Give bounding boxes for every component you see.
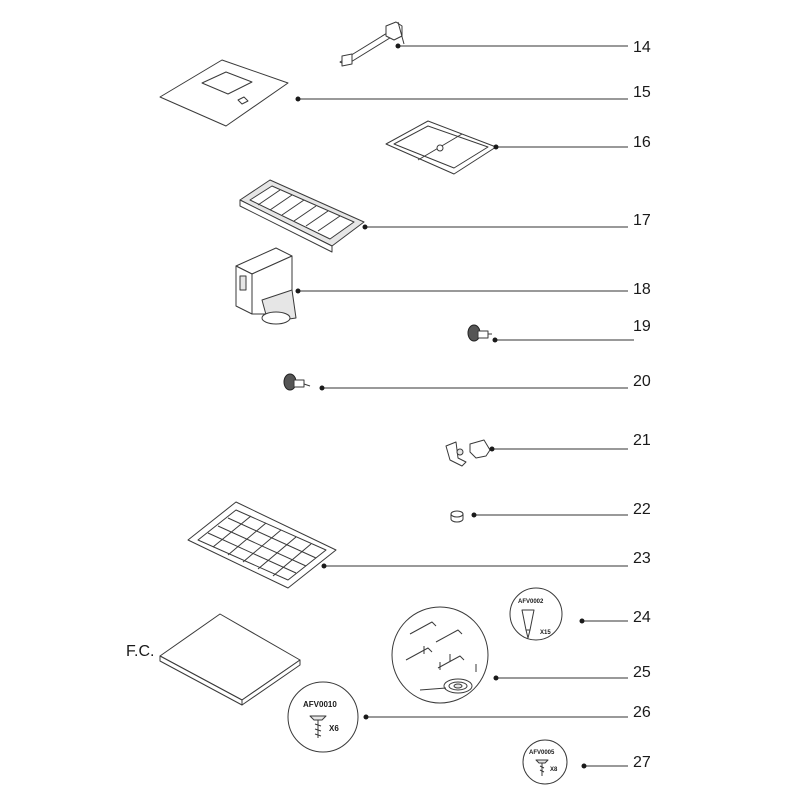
part-15-top-plate bbox=[159, 59, 289, 127]
screw-icon bbox=[535, 759, 549, 776]
part-19-knob bbox=[467, 324, 492, 342]
part-25-hardware-kit bbox=[391, 606, 489, 704]
part-16-frame bbox=[385, 120, 497, 175]
badge-27-qty: X8 bbox=[550, 767, 558, 773]
seal-tape-roll-icon bbox=[419, 678, 473, 694]
label-24: 24 bbox=[633, 609, 651, 626]
label-25: 25 bbox=[633, 664, 651, 681]
label-18: 18 bbox=[633, 281, 651, 298]
part-18-hood-box bbox=[235, 247, 297, 325]
label-27: 27 bbox=[633, 754, 651, 771]
part-17-slatted-tray bbox=[239, 179, 365, 253]
label-15: 15 bbox=[633, 84, 651, 101]
part-14-bracket bbox=[339, 21, 405, 67]
screw-icon bbox=[521, 609, 535, 639]
screw-icon bbox=[309, 715, 327, 738]
label-19: 19 bbox=[633, 318, 651, 335]
part-27-screw-pack: AFV0005 X8 bbox=[522, 739, 568, 785]
label-23: 23 bbox=[633, 550, 651, 567]
label-14: 14 bbox=[633, 39, 651, 56]
badge-26-code: AFV0010 bbox=[303, 700, 337, 709]
label-21: 21 bbox=[633, 432, 651, 449]
label-fc: F.C. bbox=[126, 643, 154, 660]
part-21-clip-brackets bbox=[445, 439, 491, 467]
part-22-cap bbox=[450, 510, 464, 523]
bracket-icon bbox=[405, 621, 465, 669]
part-20-valve-knob bbox=[283, 373, 311, 391]
label-17: 17 bbox=[633, 212, 651, 229]
part-24-screw-pack: AFV0002 X15 bbox=[509, 587, 563, 641]
label-26: 26 bbox=[633, 704, 651, 721]
label-20: 20 bbox=[633, 373, 651, 390]
badge-26-qty: X6 bbox=[329, 724, 339, 733]
part-26-screw-pack: AFV0010 X6 bbox=[287, 681, 359, 753]
part-23-filter-grid bbox=[187, 501, 337, 589]
badge-24-qty: X15 bbox=[540, 630, 551, 636]
label-22: 22 bbox=[633, 501, 651, 518]
badge-27-code: AFV0005 bbox=[529, 750, 555, 756]
part-fc-board bbox=[159, 613, 301, 706]
label-16: 16 bbox=[633, 134, 651, 151]
badge-24-code: AFV0002 bbox=[518, 599, 544, 605]
